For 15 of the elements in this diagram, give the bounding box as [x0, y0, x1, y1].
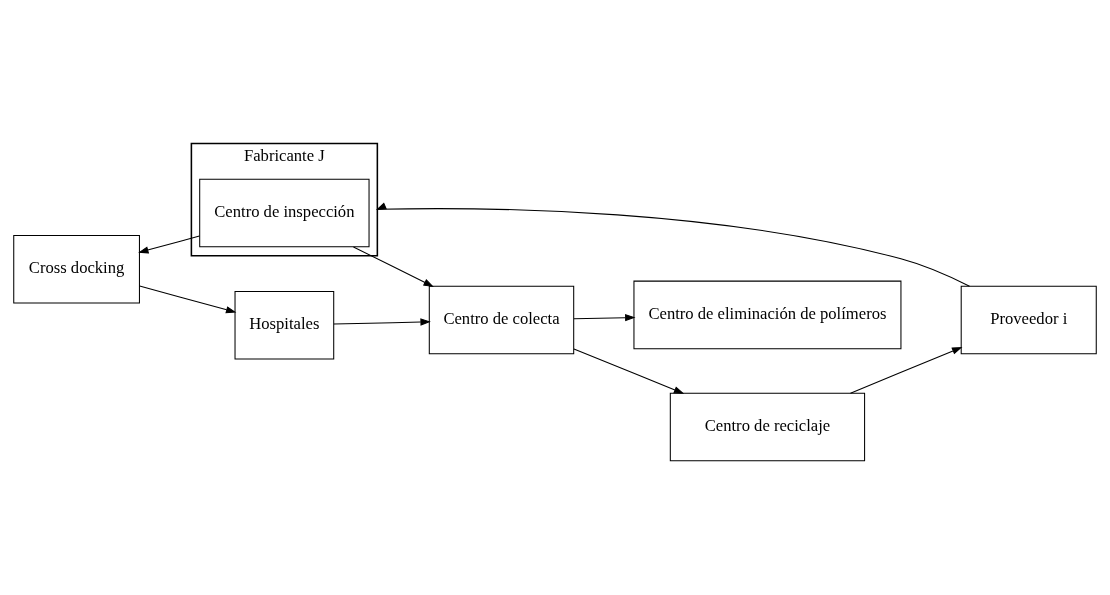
node-box: Centro de colecta	[428, 285, 575, 354]
arrow	[352, 245, 434, 287]
node-box: Cross docking	[13, 234, 140, 303]
arrow	[139, 285, 237, 313]
arrow	[375, 202, 971, 287]
arrow	[850, 346, 963, 394]
node-box: Centro de inspección	[199, 178, 370, 247]
arrow	[573, 348, 685, 394]
arrow	[333, 317, 431, 326]
node-box: Hospitales	[234, 290, 335, 360]
arrow	[138, 234, 200, 253]
node-box: Proveedor i	[960, 285, 1097, 354]
arrow	[573, 313, 636, 321]
node-box: Centro de reciclaje	[669, 392, 866, 461]
node-box: Centro de eliminación de polímeros	[633, 280, 902, 349]
